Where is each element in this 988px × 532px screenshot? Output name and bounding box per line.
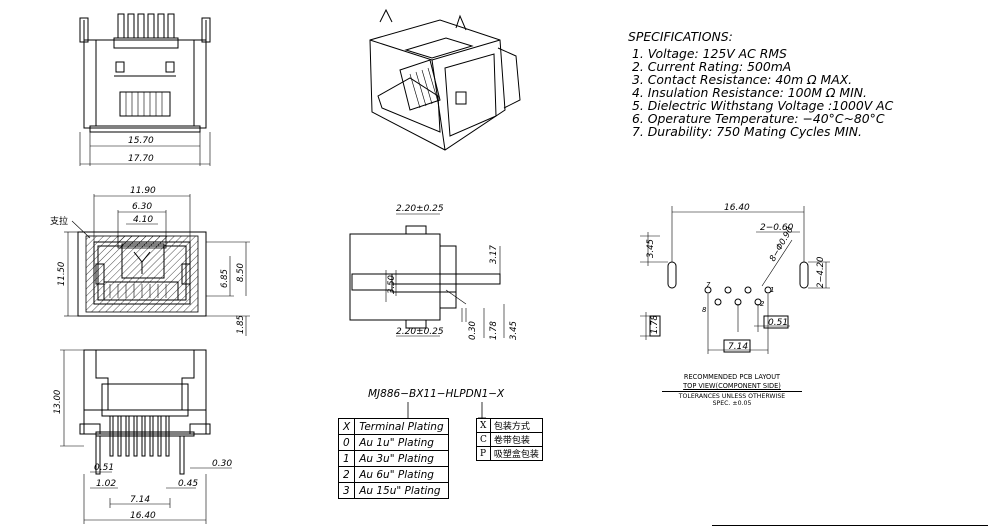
dim-0-51: 0.51 [94,463,114,473]
pcb-pin-8: 8 [702,306,707,314]
dim-0-30: 0.30 [212,459,232,469]
dim-8-50: 8.50 [236,263,246,282]
dim-1-78: 1.78 [489,320,499,340]
pcb-note-line3: TOLERANCES UNLESS OTHERWISE [662,391,802,400]
pcb-layout-note: RECOMMENDED PCB LAYOUT TOP VIEW(COMPONEN… [662,373,802,407]
pcb-pin-2: 2 [760,300,765,308]
pcb-dim-2-420: 2−4.20 [816,257,826,288]
spec-item: 2. Current Rating: 500mA [632,59,792,74]
spec-item: 4. Insulation Resistance: 100M Ω MIN. [632,85,867,100]
dim-7-14: 7.14 [130,495,150,505]
packing-code: C [476,432,491,447]
pcb-note-line2: TOP VIEW(COMPONENT SIDE) [683,382,781,390]
side-view: 2.20±0.25 2.20±0.25 3.50 3.17 0.30 1.78 … [349,204,519,340]
specifications-heading: SPECIFICATIONS: [628,29,733,44]
plating-code: 2 [337,466,356,483]
plating-desc: Au 1u" Plating [354,434,449,451]
pcb-pin-1: 1 [770,286,774,294]
spec-item: 3. Contact Resistance: 40m Ω MAX. [632,72,853,87]
packing-desc: 吸塑盒包装 [489,446,543,461]
plating-code: 3 [337,482,356,499]
spec-item: 7. Durability: 750 Mating Cycles MIN. [632,124,862,139]
pcb-dim-2-060: 2−0.60 [760,223,794,233]
pcb-dim-1-78: 1.78 [650,314,660,334]
dim-11-90: 11.90 [130,186,156,196]
dim-2-20-bottom: 2.20±0.25 [396,327,444,337]
specifications-list: 1. Voltage: 125V AC RMS 2. Current Ratin… [628,47,968,138]
pcb-dim-16-40: 16.40 [724,203,750,213]
dim-17-70: 17.70 [128,154,154,164]
callout-label: 支拉 [50,215,68,227]
dim-11-50: 11.50 [57,262,67,286]
dim-3-17: 3.17 [489,244,499,264]
pcb-dim-7-14: 7.14 [728,342,748,352]
packing-code: P [476,446,491,461]
plating-code: X [337,418,356,435]
pcb-note-line4: SPEC. ±0.05 [712,400,752,407]
dim-2-20-top: 2.20±0.25 [396,204,444,214]
plating-desc: Au 6u" Plating [354,466,449,483]
bottom-view-pins [95,415,185,475]
dim-4-10: 4.10 [133,215,153,225]
dim-0-30: 0.30 [468,321,478,340]
pcb-note-line1: RECOMMENDED PCB LAYOUT [683,373,781,381]
dim-6-85: 6.85 [220,269,230,288]
dim-16-40: 16.40 [130,511,156,521]
pcb-pin-7: 7 [706,281,711,289]
dim-3-50: 3.50 [387,275,397,294]
specifications-block: SPECIFICATIONS: 1. Voltage: 125V AC RMS … [628,30,968,138]
dim-3-45: 3.45 [509,321,519,340]
spec-item: 1. Voltage: 125V AC RMS [632,46,787,61]
plating-desc: Au 3u" Plating [354,450,449,467]
packing-desc: 包装方式 [489,418,543,433]
part-number: MJ886−BX11−HLPDN1−X [368,388,505,400]
top-view-pins [109,284,167,298]
plating-code: 1 [337,450,356,467]
pcb-dim-3-45: 3.45 [646,239,656,258]
dim-6-30: 6.30 [132,202,152,212]
isometric-view [369,8,521,151]
front-contacts [119,91,171,117]
front-view: 15.70 17.70 [79,13,211,166]
pcb-pin-holes [704,286,772,306]
spec-item: 5. Dielectric Withstang Voltage :1000V A… [632,98,894,113]
spec-item: 6. Operature Temperature: −40°C~80°C [632,111,885,126]
packing-code: X [476,418,491,433]
pcb-dim-0-51: 0.51 [768,318,788,328]
plating-desc: Terminal Plating [354,418,449,435]
plating-desc: Au 15u" Plating [354,482,449,499]
dim-1-85: 1.85 [236,315,246,334]
title-block-edge [712,525,988,526]
dim-1-02: 1.02 [96,479,116,489]
bottom-view: 13.00 0.51 1.02 7.14 0.45 16.40 0.30 [53,349,232,524]
dim-0-45: 0.45 [178,479,198,489]
packing-desc: 卷带包装 [489,432,543,447]
dim-15-70: 15.70 [128,136,154,146]
top-view: 11.90 6.30 4.10 支拉 11.50 8.50 6.85 1.85 [50,186,250,336]
plating-code: 0 [337,434,356,451]
dim-13-00: 13.00 [53,390,63,414]
